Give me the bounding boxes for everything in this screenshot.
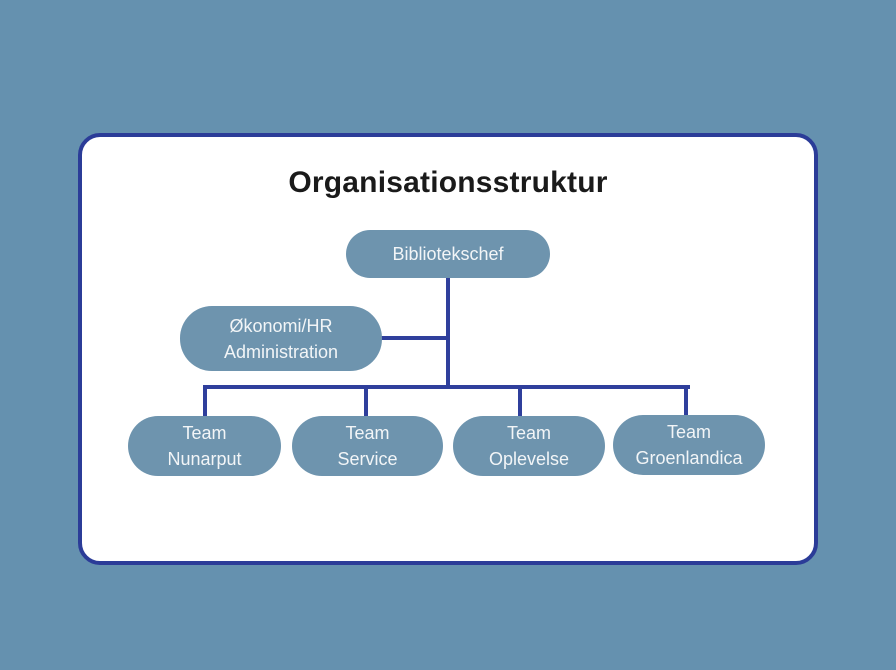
org-node-team-service: Team Service	[292, 416, 443, 476]
page-title: Organisationsstruktur	[288, 166, 608, 199]
connector-root-vertical	[446, 277, 450, 387]
org-node-team-groenlandica: Team Groenlandica	[613, 415, 765, 475]
org-node-team-oplevelse: Team Oplevelse	[453, 416, 605, 476]
org-node-label-line1: Team	[506, 423, 551, 443]
org-node-label-line1: Team	[666, 422, 711, 442]
connector-staff-horizontal	[381, 336, 448, 340]
connector-drop-team-oplevelse	[518, 385, 522, 416]
org-node-label-line2: Administration	[223, 341, 339, 362]
connector-teams-horizontal	[204, 385, 690, 389]
org-node-okonomi-hr-administration: Økonomi/HR Administration	[180, 306, 382, 371]
connector-drop-team-nunarput	[203, 385, 207, 416]
org-node-label-line1: Team	[345, 423, 390, 443]
org-node-label-line2: Service	[337, 449, 398, 469]
org-node-team-nunarput: Team Nunarput	[128, 416, 281, 476]
org-node-label-line1: Økonomi/HR	[229, 315, 333, 336]
org-node-label-line2: Nunarput	[167, 449, 242, 469]
org-node-label-line2: Groenlandica	[635, 448, 743, 468]
org-node-label: Bibliotekschef	[392, 244, 504, 264]
connector-drop-team-service	[364, 385, 368, 416]
connector-drop-team-groenlandica	[684, 385, 688, 415]
org-node-bibliotekschef: Bibliotekschef	[346, 230, 550, 278]
org-node-label-line1: Team	[182, 423, 227, 443]
org-node-label-line2: Oplevelse	[488, 449, 570, 469]
